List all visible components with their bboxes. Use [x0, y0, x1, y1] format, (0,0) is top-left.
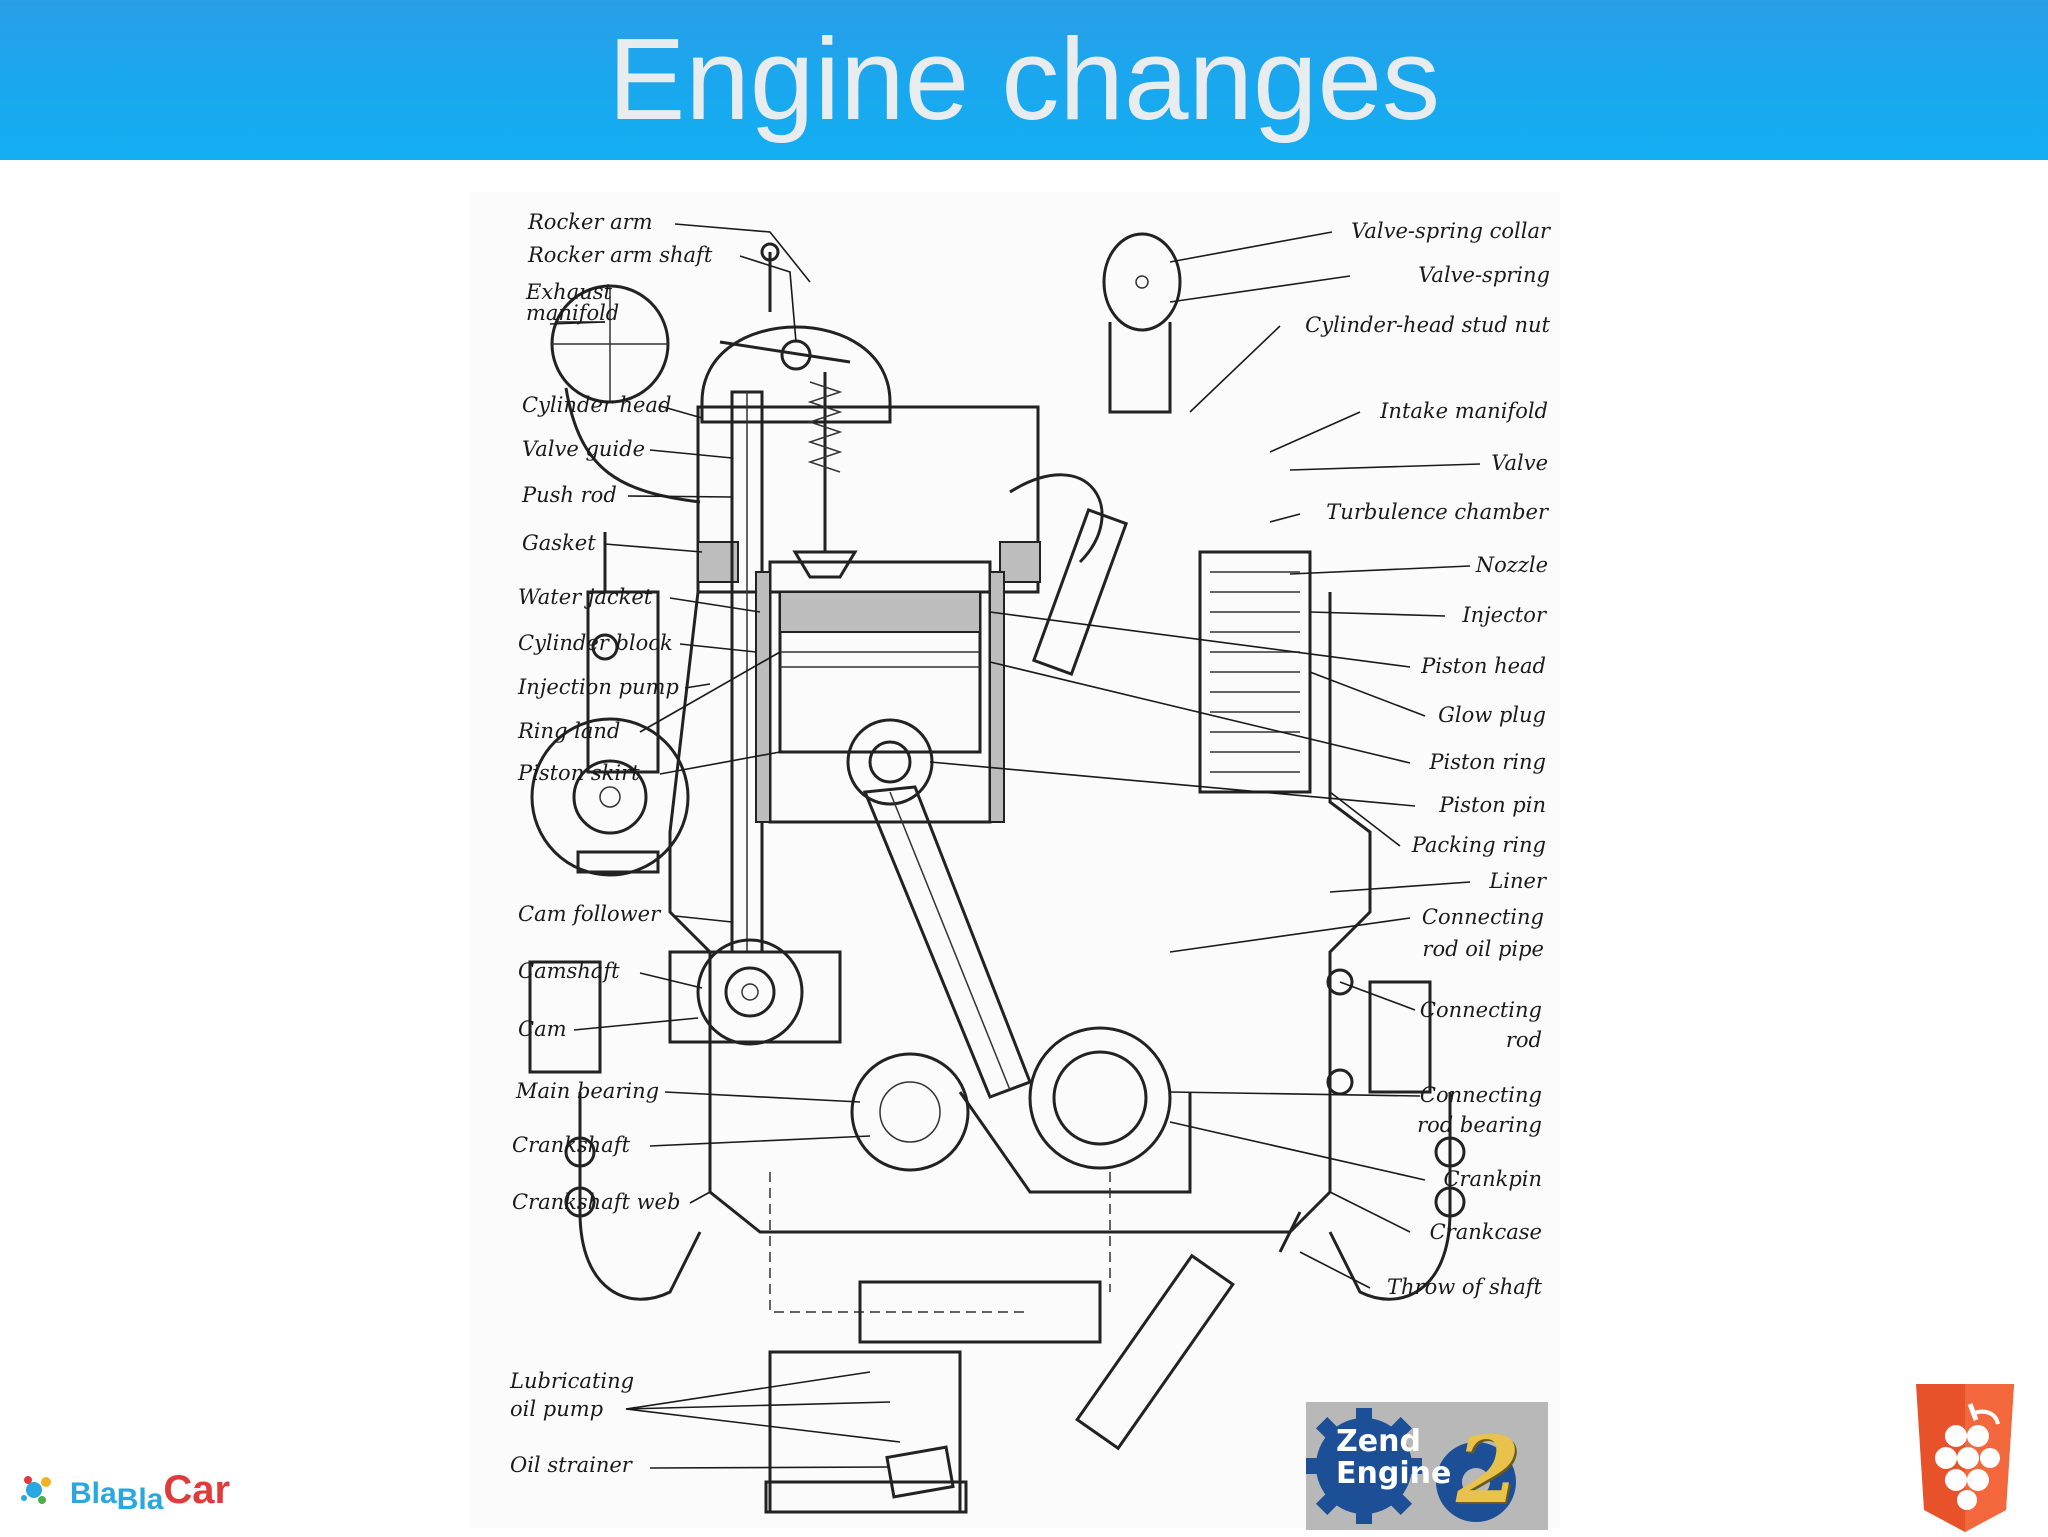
label-valve-spring: Valve-spring: [1418, 263, 1550, 287]
zend-engine-2-logo: Zend Engine 2: [1306, 1402, 1548, 1530]
label-packing-ring: Packing ring: [1411, 833, 1546, 857]
engine-drawing: Rocker arm Rocker arm shaft Exhaust mani…: [509, 210, 1552, 1514]
label-piston-pin: Piston pin: [1438, 793, 1546, 817]
label-turbulence-chamber: Turbulence chamber: [1326, 500, 1550, 524]
left-labels: Rocker arm Rocker arm shaft Exhaust mani…: [509, 210, 713, 1477]
label-nozzle: Nozzle: [1475, 553, 1548, 577]
slide-title: Engine changes: [608, 14, 1440, 144]
label-ring-land: Ring land: [517, 719, 620, 743]
label-exhaust: Exhaust: [525, 280, 613, 304]
label-connecting-rod-oil-pipe-1: Connecting: [1422, 905, 1544, 929]
zend-line-1: Zend: [1336, 1424, 1421, 1459]
label-main-bearing: Main bearing: [515, 1079, 659, 1103]
label-cylinder-head-stud-nut: Cylinder-head stud nut: [1305, 313, 1550, 337]
label-oil-pump: oil pump: [510, 1397, 603, 1421]
zend-gear-icon: [1306, 1402, 1548, 1530]
label-manifold: manifold: [526, 301, 619, 325]
engine-cross-section-diagram: Rocker arm Rocker arm shaft Exhaust mani…: [470, 192, 1560, 1528]
leader-lines: [549, 223, 1481, 1469]
label-connecting-rod-1: Connecting: [1420, 998, 1542, 1022]
blablacar-mascot-icon: [21, 1476, 51, 1504]
blablacar-car: Car: [163, 1468, 231, 1512]
label-crankcase: Crankcase: [1430, 1220, 1542, 1244]
label-cylinder-head: Cylinder head: [522, 393, 671, 417]
title-bar: Engine changes: [0, 0, 2048, 160]
label-camshaft: Camshaft: [518, 959, 620, 983]
engine-body: [528, 232, 1466, 1514]
label-glow-plug: Glow plug: [1438, 703, 1546, 727]
label-valve: Valve: [1491, 451, 1548, 475]
label-connecting-rod-oil-pipe-2: rod oil pipe: [1422, 937, 1544, 961]
label-connecting-rod-bearing-1: Connecting: [1420, 1083, 1542, 1107]
blablacar-logo: BlaBlaCar: [12, 1460, 272, 1520]
label-injector: Injector: [1461, 603, 1548, 627]
label-crankshaft-web: Crankshaft web: [512, 1190, 680, 1214]
label-intake-manifold: Intake manifold: [1379, 399, 1548, 423]
label-cam-follower: Cam follower: [518, 902, 662, 926]
label-lubricating: Lubricating: [509, 1369, 634, 1393]
label-throw-of-shaft: Throw of shaft: [1387, 1275, 1543, 1299]
zend-version: 2: [1456, 1416, 1521, 1524]
label-piston-ring: Piston ring: [1428, 750, 1546, 774]
label-water-jacket: Water jacket: [518, 585, 653, 609]
label-gasket: Gasket: [522, 531, 596, 555]
grape-icon: [1916, 1384, 2014, 1532]
label-cam: Cam: [518, 1017, 567, 1041]
label-connecting-rod-bearing-2: rod bearing: [1417, 1113, 1542, 1137]
label-piston-skirt: Piston skirt: [517, 761, 640, 785]
label-liner: Liner: [1488, 869, 1548, 893]
zend-line-2: Engine: [1336, 1456, 1452, 1491]
label-cylinder-block: Cylinder block: [518, 631, 673, 655]
label-crankshaft: Crankshaft: [512, 1133, 630, 1157]
label-push-rod: Push rod: [521, 483, 617, 507]
label-connecting-rod-2: rod: [1506, 1028, 1542, 1052]
blablacar-bla-2: Bla: [116, 1483, 164, 1516]
label-crankpin: Crankpin: [1443, 1167, 1542, 1191]
label-rocker-arm: Rocker arm: [527, 210, 653, 234]
blablacar-bla-1: Bla: [70, 1477, 117, 1510]
grape-shield-logo: [1916, 1384, 2014, 1532]
right-labels: Valve-spring collar Valve-spring Cylinde…: [1305, 219, 1552, 1299]
label-valve-spring-collar: Valve-spring collar: [1351, 219, 1552, 243]
label-rocker-arm-shaft: Rocker arm shaft: [527, 243, 713, 267]
label-valve-guide: Valve guide: [522, 437, 645, 461]
label-oil-strainer: Oil strainer: [510, 1453, 634, 1477]
label-injection-pump: Injection pump: [517, 675, 679, 699]
label-piston-head: Piston head: [1420, 654, 1546, 678]
